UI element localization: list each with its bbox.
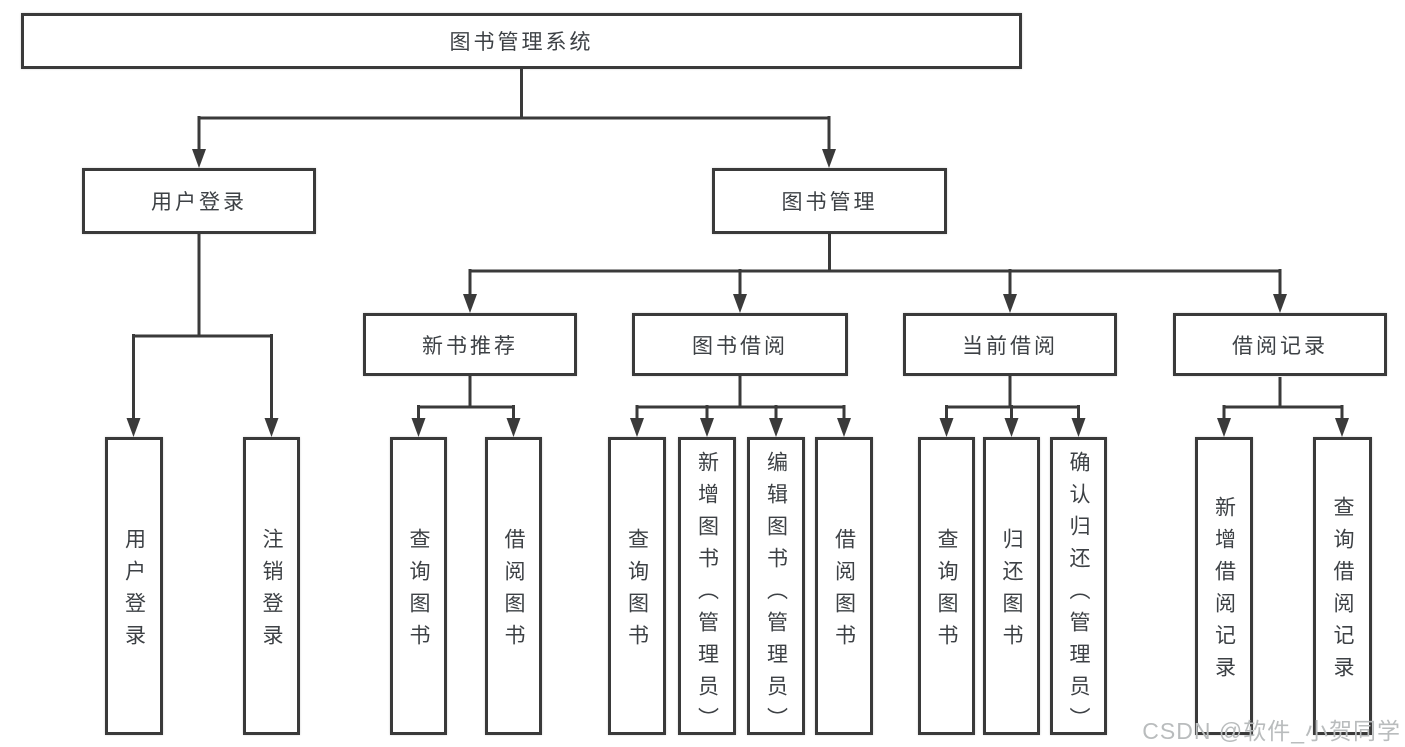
leaf-logout: 注销登录 — [243, 437, 300, 735]
leaf-borrow-query-book-label: 查询图书 — [625, 527, 649, 656]
node-book-borrow: 图书借阅 — [632, 313, 848, 376]
node-new-book-recommend: 新书推荐 — [363, 313, 577, 376]
node-root: 图书管理系统 — [21, 13, 1022, 69]
watermark-text: CSDN @软件_小贺同学 — [1142, 718, 1401, 744]
leaf-add-book-admin: 新增图书（管理员） — [678, 437, 736, 739]
leaf-edit-book-admin: 编辑图书（管理员） — [747, 437, 805, 739]
leaf-add-book-admin-label: 新增图书（管理员） — [695, 451, 719, 739]
leaf-return-book-label: 归还图书 — [1000, 527, 1023, 656]
leaf-user-login: 用户登录 — [105, 437, 163, 735]
leaf-newrec-query-book-label: 查询图书 — [407, 527, 430, 656]
leaf-add-borrow-record: 新增借阅记录 — [1195, 437, 1253, 735]
leaf-add-borrow-record-label: 新增借阅记录 — [1212, 495, 1236, 688]
leaf-newrec-borrow-book-label: 借阅图书 — [502, 527, 525, 656]
node-current-borrow-label: 当前借阅 — [962, 334, 1058, 358]
leaf-current-query-book-label: 查询图书 — [935, 527, 958, 656]
leaf-borrow-query-book: 查询图书 — [608, 437, 666, 735]
leaf-edit-book-admin-label: 编辑图书（管理员） — [764, 451, 788, 739]
leaf-newrec-query-book: 查询图书 — [390, 437, 447, 735]
leaf-query-borrow-record: 查询借阅记录 — [1313, 437, 1372, 735]
node-borrow-records-label: 借阅记录 — [1232, 334, 1328, 358]
node-user-login: 用户登录 — [82, 168, 316, 234]
leaf-return-book: 归还图书 — [983, 437, 1040, 735]
leaf-user-login-label: 用户登录 — [122, 527, 146, 656]
node-new-book-recommend-label: 新书推荐 — [422, 334, 518, 358]
node-user-login-label: 用户登录 — [151, 191, 247, 214]
node-book-management-label: 图书管理 — [781, 191, 878, 214]
leaf-newrec-borrow-book: 借阅图书 — [485, 437, 542, 735]
node-book-management: 图书管理 — [712, 168, 947, 234]
leaf-confirm-return-admin-label: 确认归还（管理员） — [1067, 451, 1090, 739]
node-borrow-records: 借阅记录 — [1173, 313, 1387, 376]
leaf-query-borrow-record-label: 查询借阅记录 — [1331, 495, 1354, 688]
leaf-logout-label: 注销登录 — [260, 527, 283, 656]
leaf-borrow-book: 借阅图书 — [815, 437, 873, 735]
leaf-confirm-return-admin: 确认归还（管理员） — [1050, 437, 1107, 739]
node-root-label: 图书管理系统 — [449, 31, 594, 54]
node-current-borrow: 当前借阅 — [903, 313, 1117, 376]
leaf-current-query-book: 查询图书 — [918, 437, 975, 735]
node-book-borrow-label: 图书借阅 — [692, 334, 788, 358]
leaf-borrow-book-label: 借阅图书 — [832, 527, 856, 656]
